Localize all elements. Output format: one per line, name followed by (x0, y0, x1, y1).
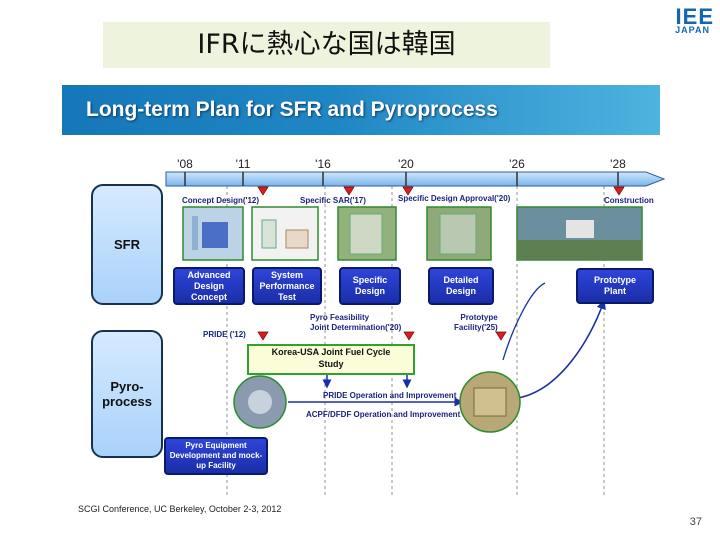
milestone-specific-sar: Specific SAR('17) (300, 196, 366, 205)
milestone-marker-facility (495, 331, 507, 341)
milestone-marker-concept (257, 186, 269, 196)
label-acpf-operation: ACPF/DFDF Operation and Improvement (306, 410, 461, 419)
year-label: '28 (610, 157, 626, 171)
iee-logo: IEE (675, 4, 714, 29)
row-label-pyro: Pyro- process (91, 330, 163, 458)
box-pyro-equipment: Pyro Equipment Development and mock- up … (164, 437, 268, 475)
milestone-marker-sar (343, 186, 355, 196)
timeline-bar (165, 171, 666, 187)
year-label: '11 (235, 157, 251, 171)
milestone-design-approval: Specific Design Approval('20) (398, 194, 511, 203)
box-advanced-design: Advanced Design Concept (173, 267, 245, 305)
year-label: '26 (509, 157, 525, 171)
year-label: '08 (177, 157, 193, 171)
iee-logo-sub: JAPAN (675, 25, 710, 35)
milestone-pride: PRIDE ('12) (203, 330, 246, 339)
milestone-prototype-facility: Prototype Facility('25) (454, 313, 498, 332)
box-system-test: System Performance Test (252, 267, 322, 305)
milestone-marker-construction (613, 186, 625, 196)
year-label: '16 (315, 157, 331, 171)
milestone-marker-pride (257, 331, 269, 341)
box-detailed-design: Detailed Design (428, 267, 494, 305)
curve-to-facility (502, 282, 546, 361)
milestone-marker-approval (402, 186, 414, 196)
label-pride-operation: PRIDE Operation and Improvement (323, 391, 457, 400)
title-background (103, 22, 550, 68)
box-prototype-plant: Prototype Plant (576, 268, 654, 304)
box-specific-design: Specific Design (339, 267, 401, 305)
row-label-sfr: SFR (91, 184, 163, 305)
milestone-construction: Construction (604, 196, 654, 205)
footer-conference: SCGI Conference, UC Berkeley, October 2-… (78, 504, 282, 514)
page-number: 37 (689, 516, 702, 528)
year-label: '20 (398, 157, 414, 171)
milestone-marker-feasibility (403, 331, 415, 341)
banner-title: Long-term Plan for SFR and Pyroprocess (86, 98, 498, 121)
milestone-pyro-feasibility: Pyro Feasibility Joint Determination('20… (310, 313, 402, 332)
slide-title: IFRに熱心な国は韓国 (197, 29, 456, 60)
curve-to-prototype (517, 299, 606, 399)
box-korea-usa-study: Korea-USA Joint Fuel Cycle Study (247, 344, 415, 375)
banner (62, 85, 660, 135)
milestone-concept-design: Concept Design('12) (182, 196, 260, 205)
